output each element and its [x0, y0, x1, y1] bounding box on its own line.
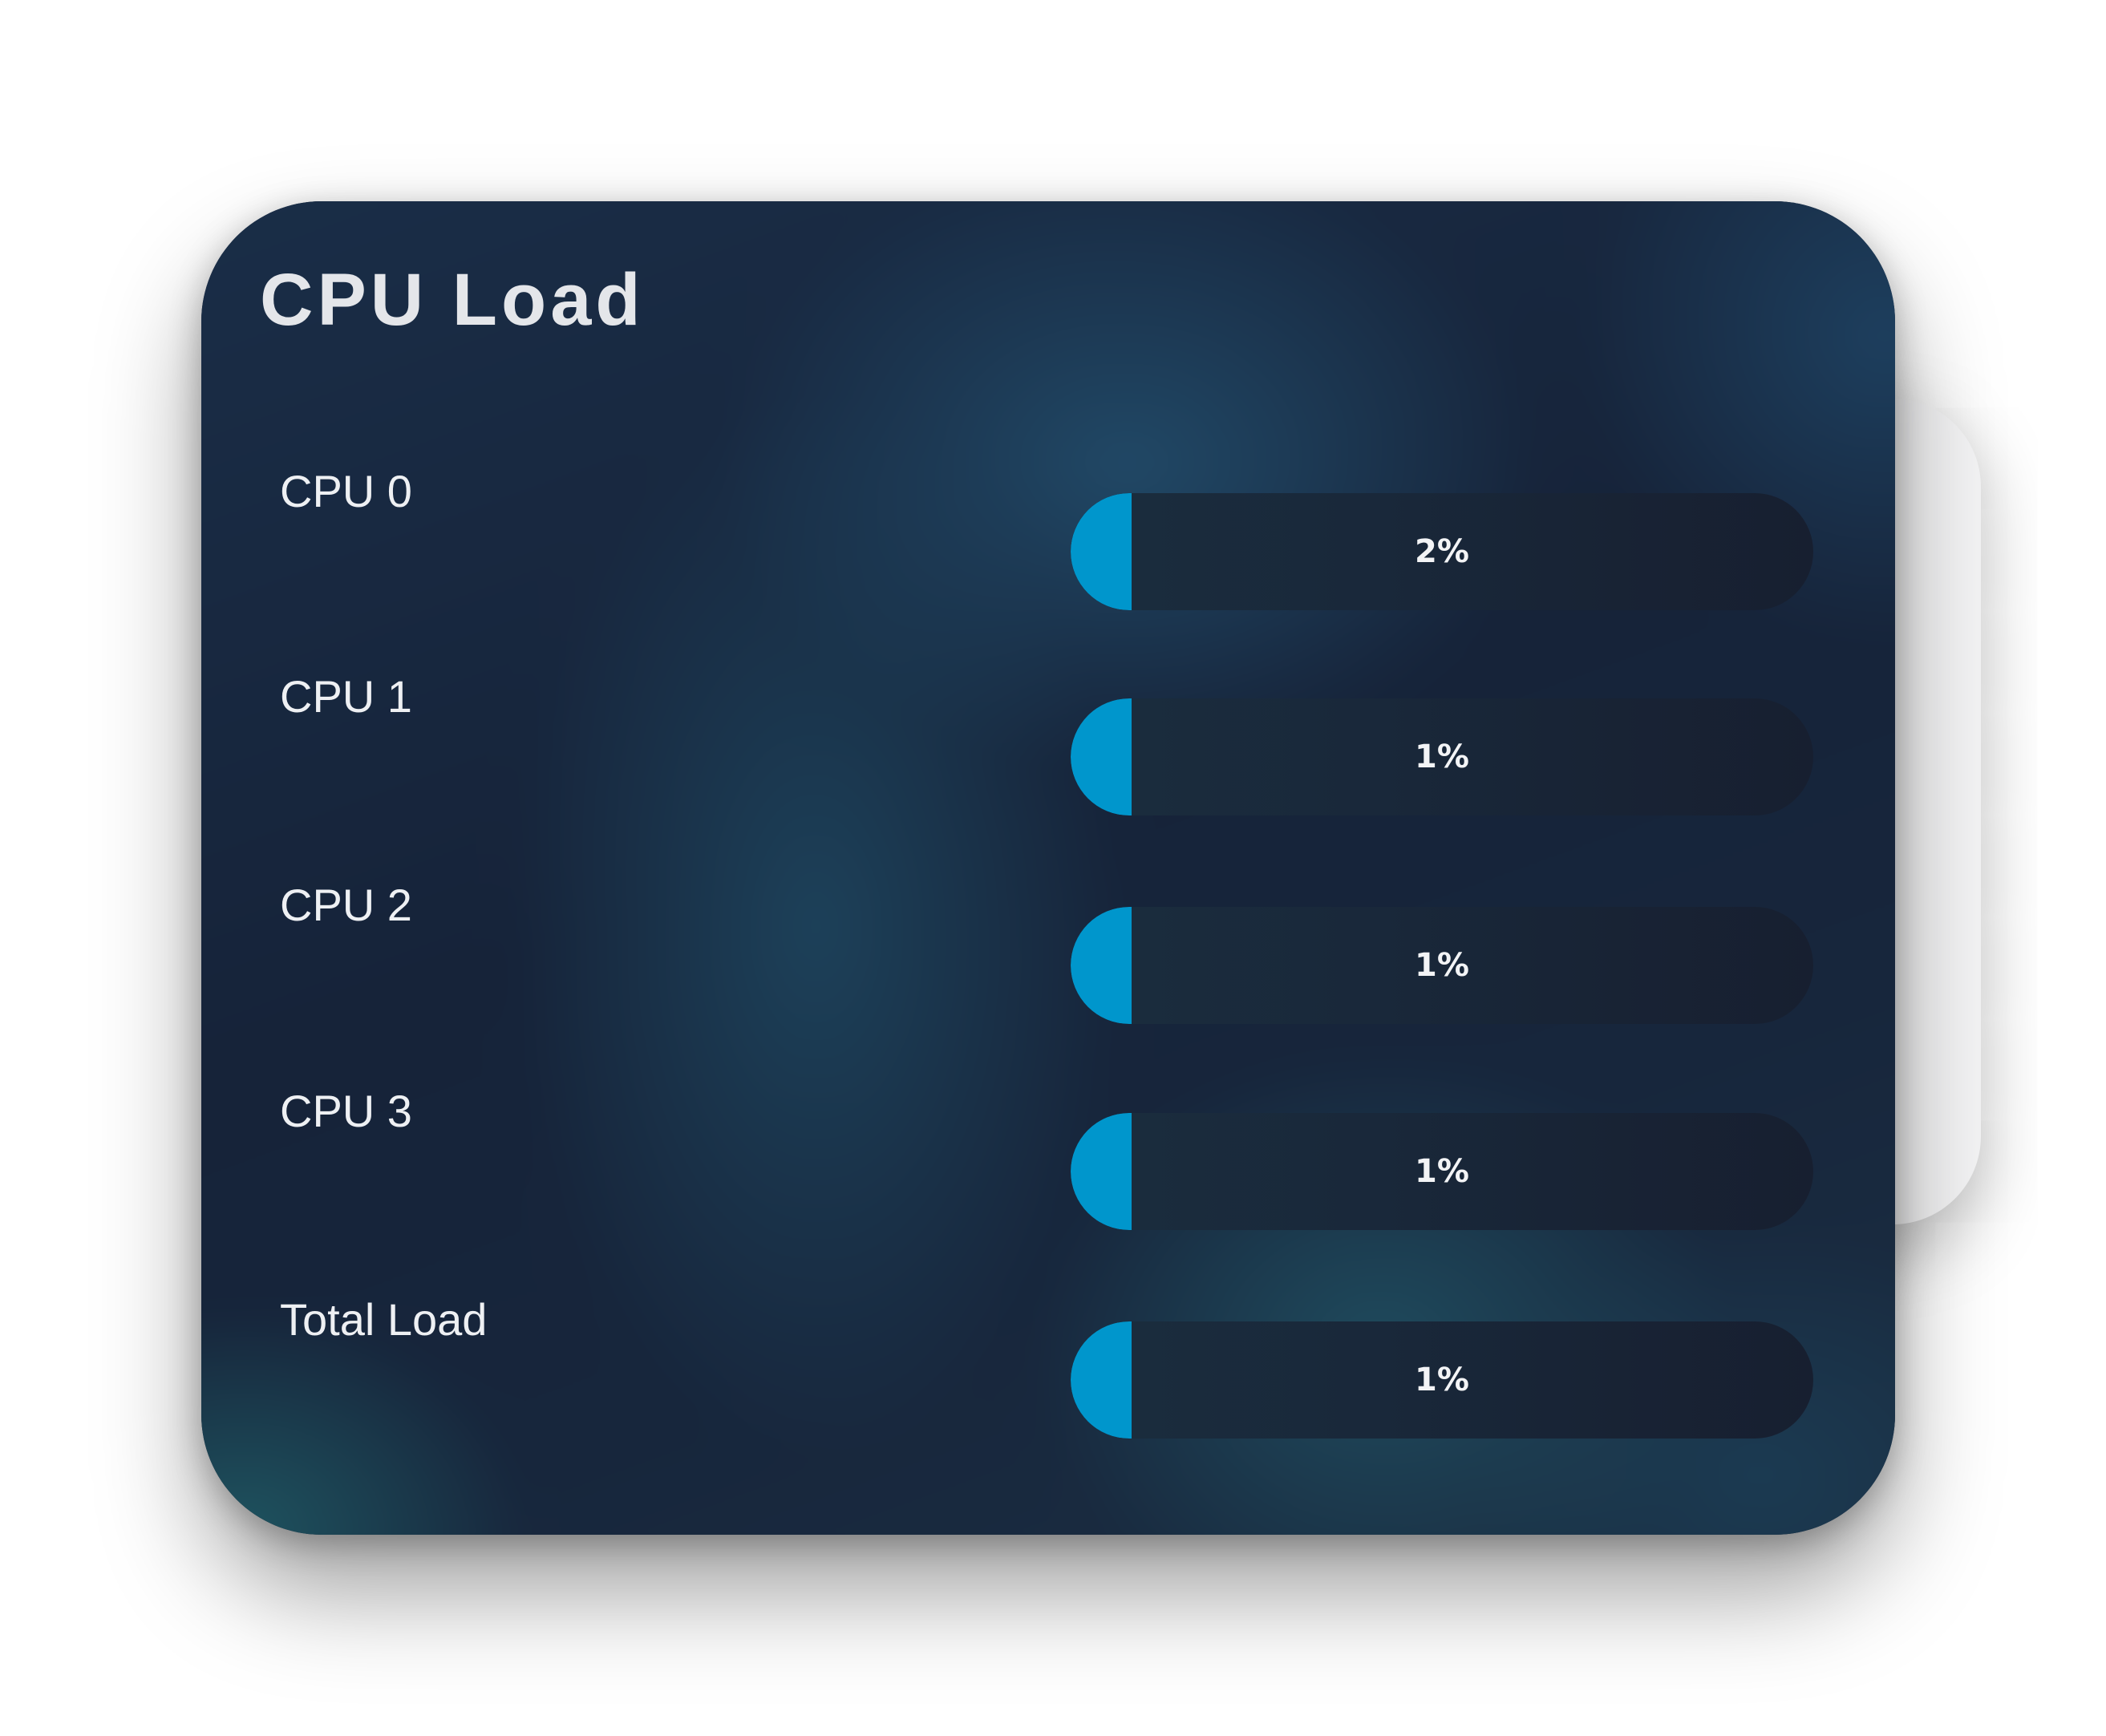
- cpu-row-2: CPU 2 1%: [201, 883, 1895, 1043]
- progress-value: 1%: [1415, 1153, 1469, 1190]
- cpu-row-0: CPU 0 2%: [201, 469, 1895, 629]
- cpu-row-1: CPU 1 1%: [201, 674, 1895, 835]
- cpu-progress-bar: 1%: [1071, 907, 1813, 1024]
- cpu-row-label: CPU 1: [280, 671, 412, 722]
- card-background: [201, 201, 1895, 1535]
- cpu-row-label: CPU 3: [280, 1086, 412, 1136]
- progress-value: 2%: [1415, 533, 1469, 570]
- progress-value: 1%: [1415, 947, 1469, 984]
- cpu-progress-bar: 1%: [1071, 698, 1813, 815]
- total-load-row: Total Load 1%: [201, 1297, 1895, 1458]
- total-load-progress-bar: 1%: [1071, 1321, 1813, 1439]
- cpu-row-label: CPU 0: [280, 466, 412, 516]
- cpu-row-label: CPU 2: [280, 880, 412, 930]
- total-load-label: Total Load: [280, 1294, 488, 1345]
- progress-value: 1%: [1415, 739, 1469, 775]
- cpu-row-3: CPU 3 1%: [201, 1089, 1895, 1249]
- cpu-progress-bar: 1%: [1071, 1113, 1813, 1230]
- widget-title: CPU Load: [260, 259, 645, 341]
- cpu-progress-bar: 2%: [1071, 493, 1813, 610]
- progress-value: 1%: [1415, 1362, 1469, 1398]
- cpu-load-widget: CPU Load CPU 0 2% CPU 1 1% CPU 2: [201, 201, 1895, 1535]
- card-content: CPU Load CPU 0 2% CPU 1 1% CPU 2: [201, 201, 1895, 1535]
